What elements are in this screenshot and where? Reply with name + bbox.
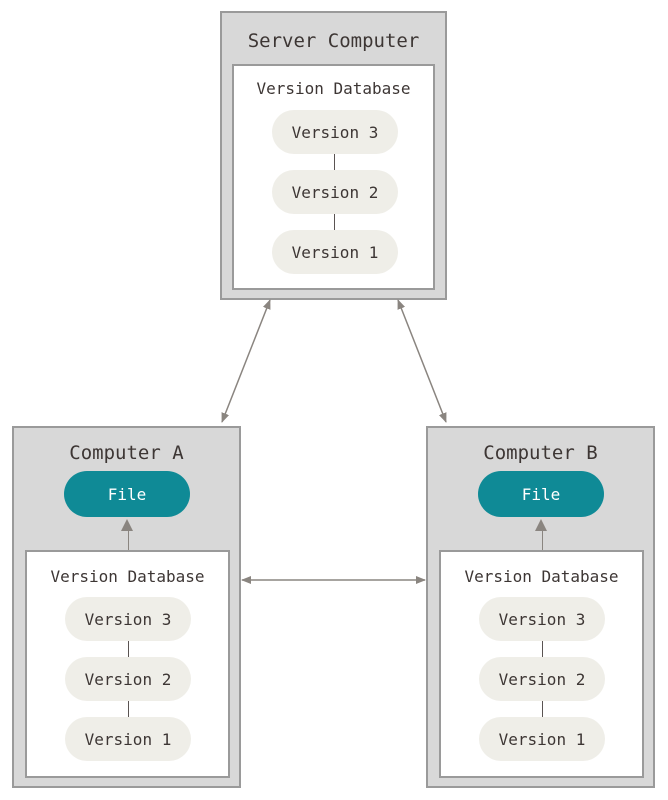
version-2-pill: Version 2 bbox=[479, 657, 605, 701]
arrow-server-computer-b bbox=[397, 299, 447, 423]
file-link-line bbox=[128, 528, 129, 550]
version-link-line bbox=[128, 640, 129, 658]
arrow-up-to-file-b bbox=[535, 519, 547, 531]
version-link-line bbox=[542, 640, 543, 658]
version-link-line bbox=[334, 154, 335, 172]
computer-a-file[interactable]: File bbox=[64, 471, 190, 517]
server-computer-title: Server Computer bbox=[247, 30, 420, 52]
version-3-pill: Version 3 bbox=[65, 597, 191, 641]
computer-a-box: Computer A File Version Database Version… bbox=[12, 426, 241, 788]
computer-b-title: Computer B bbox=[483, 442, 598, 464]
server-version-database: Version Database Version 3 Version 2 Ver… bbox=[232, 64, 435, 290]
computer-a-title: Computer A bbox=[69, 442, 184, 464]
version-2-pill: Version 2 bbox=[272, 170, 398, 214]
version-3-pill: Version 3 bbox=[272, 110, 398, 154]
version-link-line bbox=[128, 700, 129, 718]
computer-b-version-database: Version Database Version 3 Version 2 Ver… bbox=[439, 550, 644, 778]
version-1-pill: Version 1 bbox=[272, 230, 398, 274]
arrow-up-to-file-a bbox=[121, 519, 133, 531]
computer-b-file[interactable]: File bbox=[478, 471, 604, 517]
version-1-pill: Version 1 bbox=[479, 717, 605, 761]
server-computer-box: Server Computer Version Database Version… bbox=[220, 11, 447, 300]
version-link-line bbox=[542, 700, 543, 718]
version-3-pill: Version 3 bbox=[479, 597, 605, 641]
computer-a-db-title: Version Database bbox=[50, 567, 205, 586]
computer-a-version-database: Version Database Version 3 Version 2 Ver… bbox=[25, 550, 230, 778]
arrow-server-computer-a bbox=[221, 299, 271, 423]
version-2-pill: Version 2 bbox=[65, 657, 191, 701]
version-1-pill: Version 1 bbox=[65, 717, 191, 761]
computer-b-db-title: Version Database bbox=[464, 567, 619, 586]
computer-b-box: Computer B File Version Database Version… bbox=[426, 426, 655, 788]
version-link-line bbox=[334, 214, 335, 232]
server-db-title: Version Database bbox=[256, 79, 411, 98]
file-link-line bbox=[542, 528, 543, 550]
